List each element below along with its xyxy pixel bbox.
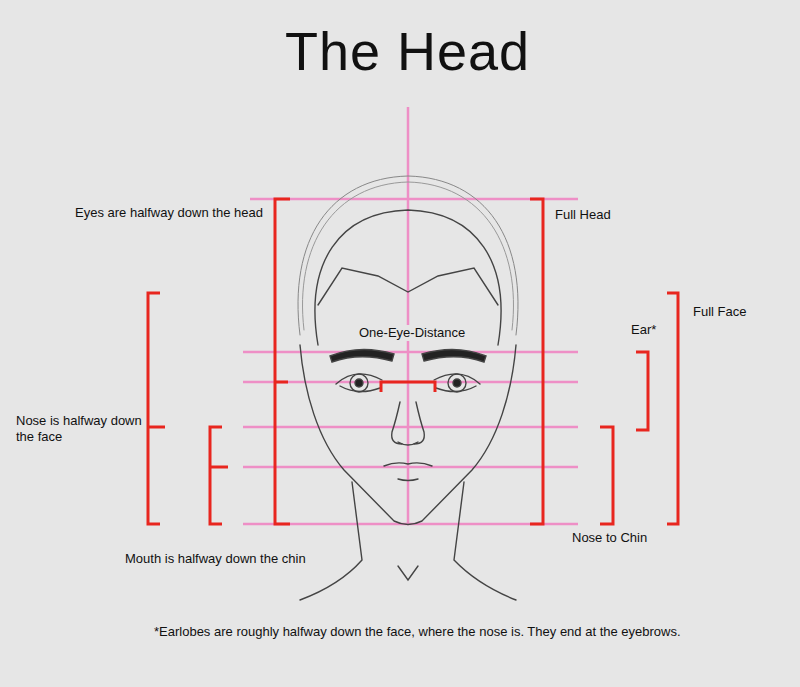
measure-brackets bbox=[148, 199, 678, 524]
face-sketch bbox=[298, 176, 518, 600]
proportion-note: Mouth is halfway down the chin bbox=[125, 551, 306, 567]
page-title: The Head bbox=[285, 18, 530, 86]
bracket-label: Full Head bbox=[555, 207, 611, 223]
guide-lines bbox=[243, 107, 578, 524]
proportion-note: Eyes are halfway down the head bbox=[75, 205, 263, 221]
bracket-label: One-Eye-Distance bbox=[356, 325, 468, 341]
bracket-label: Full Face bbox=[693, 304, 746, 320]
bracket-label: Ear* bbox=[631, 322, 656, 338]
proportion-note: Nose is halfway down the face bbox=[16, 413, 144, 446]
footnote-caption: *Earlobes are roughly halfway down the f… bbox=[154, 624, 681, 640]
bracket-label: Nose to Chin bbox=[572, 530, 647, 546]
